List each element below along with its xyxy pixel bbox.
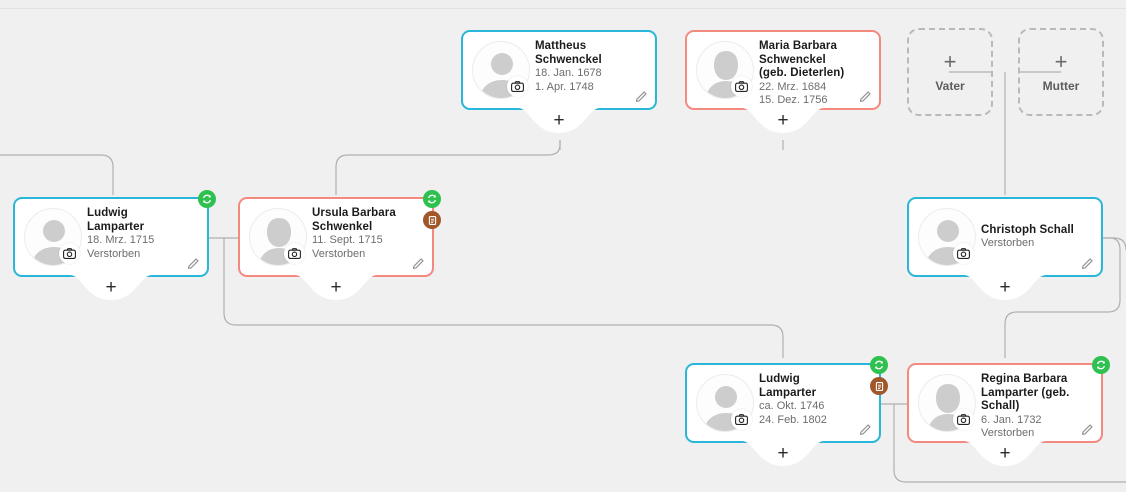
- add-relative-button[interactable]: +: [742, 441, 824, 470]
- camera-icon[interactable]: [507, 76, 528, 97]
- camera-icon[interactable]: [953, 243, 974, 264]
- status-badges: [423, 190, 441, 232]
- sync-icon[interactable]: [198, 190, 216, 208]
- person-name: Maria Barbara Schwenckel (geb. Dieterlen…: [759, 40, 845, 79]
- plus-icon: +: [553, 110, 565, 131]
- sync-icon[interactable]: [870, 356, 888, 374]
- person-name: Mattheus Schwenckel: [535, 40, 602, 66]
- plus-icon: +: [999, 443, 1011, 464]
- person-text: Ludwig Lamparter ca. Okt. 1746 24. Feb. …: [759, 373, 857, 427]
- camera-icon[interactable]: [59, 243, 80, 264]
- add-relative-button[interactable]: +: [518, 108, 600, 137]
- plus-icon: +: [1054, 48, 1068, 74]
- add-relative-button[interactable]: +: [70, 275, 152, 304]
- person-card[interactable]: Ludwig Lamparter ca. Okt. 1746 24. Feb. …: [685, 356, 888, 466]
- person-birth: 18. Jan. 1678: [535, 67, 602, 79]
- status-badges: [870, 356, 888, 398]
- person-birth: 18. Mrz. 1715: [87, 234, 155, 246]
- person-text: Ludwig Lamparter 18. Mrz. 1715 Verstorbe…: [87, 207, 185, 261]
- person-text: Ursula Barbara Schwenkel 11. Sept. 1715 …: [312, 207, 410, 261]
- person-text: Christoph Schall Verstorben: [981, 199, 1079, 275]
- status-badges: [198, 190, 216, 211]
- person-death: Verstorben: [981, 237, 1035, 249]
- person-text: Mattheus Schwenckel 18. Jan. 1678 1. Apr…: [535, 40, 633, 94]
- person-name: Christoph Schall: [981, 223, 1074, 236]
- avatar: [249, 208, 307, 266]
- plus-icon: +: [999, 277, 1011, 298]
- plus-icon: +: [777, 110, 789, 131]
- person-birth: 22. Mrz. 1684: [759, 80, 827, 93]
- person-name: Ursula Barbara Schwenkel: [312, 207, 396, 233]
- person-card[interactable]: Christoph Schall Verstorben +: [907, 197, 1103, 300]
- add-mother-placeholder[interactable]: + Mutter: [1018, 28, 1104, 116]
- add-relative-button[interactable]: +: [742, 108, 824, 137]
- add-father-label: Vater: [935, 78, 965, 93]
- pencil-icon[interactable]: [858, 422, 873, 437]
- camera-icon[interactable]: [284, 243, 305, 264]
- add-relative-button[interactable]: +: [964, 441, 1046, 470]
- top-divider: [0, 0, 1126, 9]
- person-death: 15. Dez. 1756: [759, 94, 828, 106]
- add-relative-button[interactable]: +: [295, 275, 377, 304]
- add-father-placeholder[interactable]: + Vater: [907, 28, 993, 116]
- add-relative-button[interactable]: +: [964, 275, 1046, 304]
- person-card[interactable]: Maria Barbara Schwenckel (geb. Dieterlen…: [685, 30, 881, 133]
- pencil-icon[interactable]: [1080, 422, 1095, 437]
- person-death: Verstorben: [87, 247, 141, 260]
- person-birth: ca. Okt. 1746: [759, 400, 825, 412]
- person-birth: 11. Sept. 1715: [312, 234, 383, 246]
- pencil-icon[interactable]: [1080, 256, 1095, 271]
- plus-icon: +: [330, 277, 342, 298]
- person-card[interactable]: Mattheus Schwenckel 18. Jan. 1678 1. Apr…: [461, 30, 657, 133]
- person-card[interactable]: Ursula Barbara Schwenkel 11. Sept. 1715 …: [238, 190, 441, 300]
- plus-icon: +: [105, 277, 117, 298]
- person-death: 24. Feb. 1802: [759, 413, 827, 426]
- person-death: 1. Apr. 1748: [535, 80, 594, 93]
- person-name: Regina Barbara Lamparter (geb. Schall): [981, 373, 1070, 412]
- sync-icon[interactable]: [423, 190, 441, 208]
- plus-icon: +: [943, 48, 957, 74]
- plus-icon: +: [777, 443, 789, 464]
- document-icon[interactable]: [423, 211, 441, 229]
- pencil-icon[interactable]: [411, 256, 426, 271]
- sync-icon[interactable]: [1092, 356, 1110, 374]
- person-birth: 6. Jan. 1732: [981, 413, 1042, 426]
- person-name: Ludwig Lamparter: [87, 207, 145, 233]
- camera-icon[interactable]: [953, 409, 974, 430]
- person-card[interactable]: Regina Barbara Lamparter (geb. Schall) 6…: [907, 356, 1110, 466]
- person-name: Ludwig Lamparter: [759, 373, 817, 399]
- document-icon[interactable]: [870, 377, 888, 395]
- person-death: Verstorben: [981, 427, 1035, 439]
- person-death: Verstorben: [312, 247, 366, 260]
- pencil-icon[interactable]: [634, 89, 649, 104]
- pencil-icon[interactable]: [858, 89, 873, 104]
- person-text: Maria Barbara Schwenckel (geb. Dieterlen…: [759, 40, 857, 108]
- camera-icon[interactable]: [731, 409, 752, 430]
- person-card[interactable]: Ludwig Lamparter 18. Mrz. 1715 Verstorbe…: [13, 190, 216, 300]
- pencil-icon[interactable]: [186, 256, 201, 271]
- status-badges: [1092, 356, 1110, 377]
- person-text: Regina Barbara Lamparter (geb. Schall) 6…: [981, 373, 1079, 441]
- add-mother-label: Mutter: [1042, 78, 1080, 93]
- camera-icon[interactable]: [731, 76, 752, 97]
